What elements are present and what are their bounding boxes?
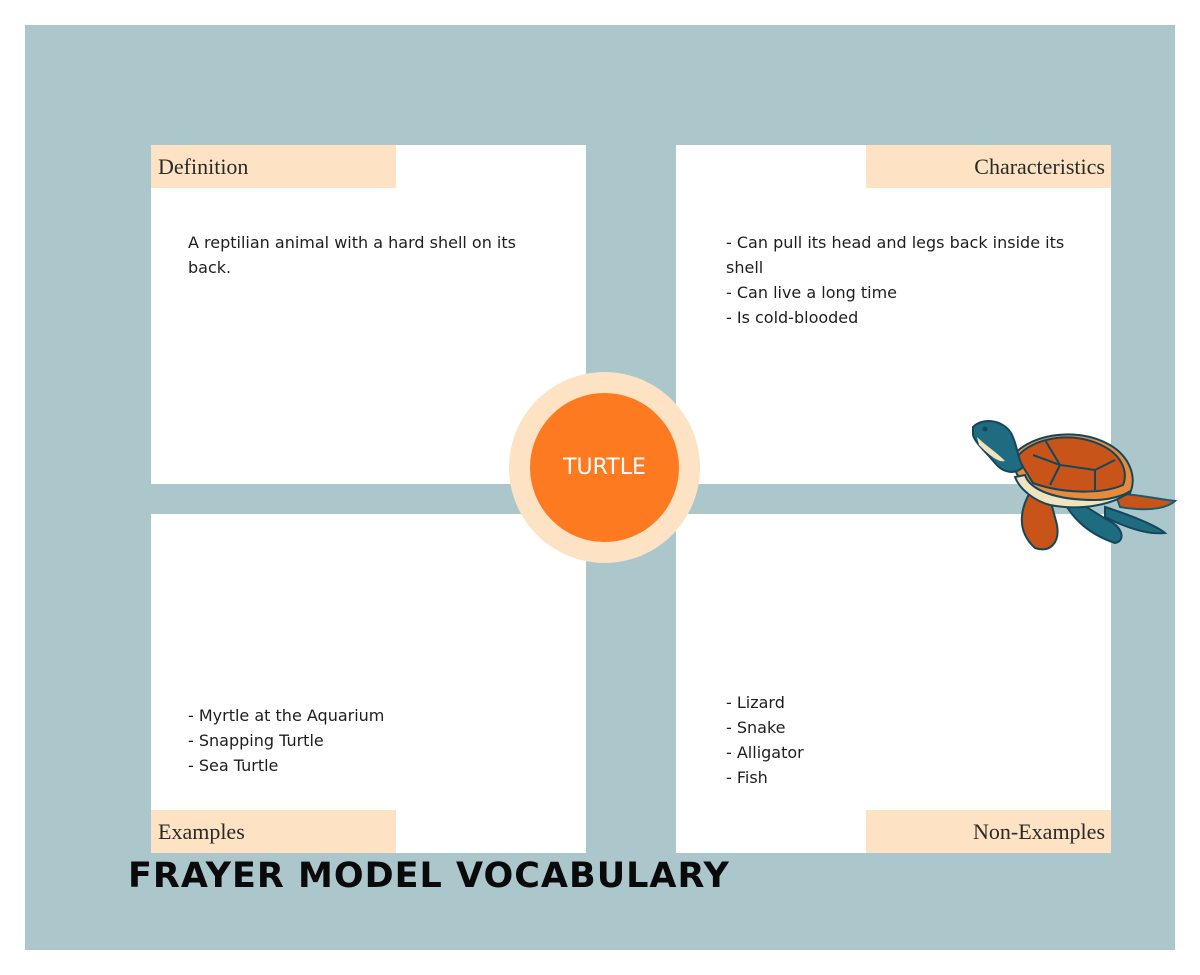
list-item: - Can live a long time (726, 283, 898, 302)
page-title: FRAYER MODEL VOCABULARY (128, 856, 730, 896)
list-item: - Can pull its head and legs back inside… (726, 233, 1065, 277)
examples-label: Examples (151, 810, 396, 853)
definition-text: A reptilian animal with a hard shell on … (188, 233, 516, 277)
definition-label: Definition (151, 145, 396, 188)
list-item: - Fish (726, 768, 768, 787)
list-item: - Sea Turtle (188, 756, 279, 775)
list-item: - Snapping Turtle (188, 731, 324, 750)
characteristics-quadrant: Characteristics - Can pull its head and … (676, 145, 1111, 484)
list-item: - Lizard (726, 693, 785, 712)
list-item: - Is cold-blooded (726, 308, 859, 327)
definition-quadrant: Definition A reptilian animal with a har… (151, 145, 586, 484)
non-examples-list: - Lizard - Snake - Alligator - Fish (726, 690, 1026, 790)
list-item: - Myrtle at the Aquarium (188, 706, 385, 725)
characteristics-label: Characteristics (866, 145, 1111, 188)
examples-list: - Myrtle at the Aquarium - Snapping Turt… (188, 703, 533, 778)
frayer-board: Definition A reptilian animal with a har… (25, 25, 1175, 950)
examples-quadrant: - Myrtle at the Aquarium - Snapping Turt… (151, 514, 586, 853)
characteristics-list: - Can pull its head and legs back inside… (726, 230, 1071, 330)
non-examples-label: Non-Examples (866, 810, 1111, 853)
non-examples-quadrant: - Lizard - Snake - Alligator - Fish Non-… (676, 514, 1111, 853)
sea-turtle-icon (972, 420, 1178, 551)
list-item: - Alligator (726, 743, 804, 762)
center-word: TURTLE (530, 393, 679, 542)
list-item: - Snake (726, 718, 786, 737)
